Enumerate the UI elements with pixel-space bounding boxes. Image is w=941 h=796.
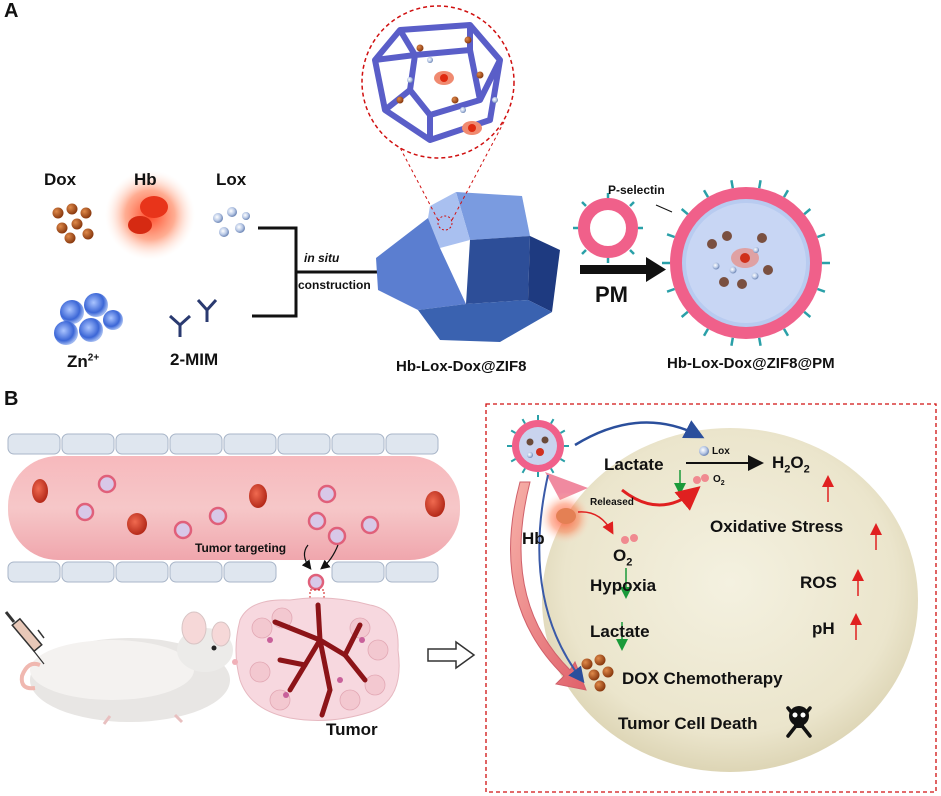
p-selectin-spike (730, 180, 735, 189)
circulating-nanoparticles (75, 474, 380, 591)
nanoparticle-entering-cell (507, 415, 588, 500)
dox-molecules (52, 203, 94, 244)
syringe-icon (4, 611, 45, 665)
endothelium-top (7, 433, 439, 455)
zn-label: Zn2+ (67, 352, 100, 371)
p-selectin-spike (560, 429, 566, 434)
hb-in-cell (539, 492, 591, 544)
p-selectin-spike (521, 418, 526, 424)
ph-label: pH (812, 619, 835, 638)
endothelium-bottom (7, 561, 439, 583)
hb-pathway-arrow (538, 474, 585, 684)
pm-label: PM (595, 282, 628, 307)
ros-label: ROS (800, 573, 837, 592)
zif8-framework-zoom (361, 5, 515, 159)
tumor-vasculature (272, 602, 368, 718)
lox-release-arrow (574, 420, 705, 447)
mechanism-box (485, 403, 937, 793)
dox-chemotherapy-label: DOX Chemotherapy (622, 669, 783, 688)
tumor-cell-death-label: Tumor Cell Death (618, 714, 758, 733)
p-selectin-spike (550, 468, 555, 474)
in-situ-label: in situ (304, 251, 340, 265)
zif8-polyhedron (376, 192, 560, 342)
p-selectin-spike (757, 337, 762, 346)
p-selectin-spike (803, 310, 812, 318)
tumor-cell (542, 428, 918, 772)
lox-label: Lox (216, 170, 247, 189)
hb-label: Hb (134, 170, 157, 189)
mouse-illustration (19, 611, 238, 725)
pm-coating-arrow (580, 257, 666, 282)
dox-delivery-arrow (510, 481, 587, 691)
o2-molecules (621, 534, 638, 544)
h2o2-label: H2O2 (772, 453, 810, 476)
p-selectin-spike (510, 458, 516, 463)
lox-molecules (213, 207, 250, 237)
p-selectin-spike (666, 287, 676, 293)
p-selectin-spike (757, 180, 762, 189)
tumor-targeting-label: Tumor targeting (195, 541, 287, 555)
zoom-lines (374, 99, 506, 221)
p-selectin-spike (680, 208, 689, 216)
coated-nanoparticle (662, 180, 830, 346)
p-selectin-spike (803, 208, 812, 216)
p-selectin-spike (666, 233, 676, 239)
p-selectin-spike (702, 328, 710, 337)
p-selectin-pointer (655, 204, 673, 213)
p-selectin-spike (782, 328, 790, 337)
lactate-top-label: Lactate (604, 455, 664, 474)
p-selectin-label: P-selectin (608, 183, 665, 197)
p-selectin-spike (702, 189, 710, 198)
lox-small-label: Lox (712, 446, 730, 457)
np-spikes (507, 415, 569, 477)
tumor-tissue (235, 597, 400, 721)
p-selectin-spike (521, 468, 526, 474)
p-selectin-spike (510, 429, 516, 434)
assembly-bracket (252, 226, 378, 318)
hb-cell-label: Hb (522, 529, 545, 548)
p-selectin-spike (816, 287, 826, 293)
tumor-label: Tumor (326, 720, 378, 739)
panel-b-letter: B (4, 388, 19, 410)
increase-arrows (822, 475, 882, 640)
blood-vessel (7, 433, 460, 601)
dox-molecules-cell (581, 654, 614, 692)
targeting-arrows (301, 544, 339, 570)
panel-a-letter: A (4, 0, 19, 22)
oxidative-stress-label: Oxidative Stress (710, 517, 844, 536)
hollow-arrow-icon (427, 640, 476, 670)
p-selectin-spikes (662, 180, 830, 346)
mim-molecules (168, 298, 218, 337)
coated-nanoparticle-label: Hb-Lox-Dox@ZIF8@PM (667, 355, 835, 372)
zn-charge: 2+ (87, 352, 100, 364)
p-selectin-spike (730, 337, 735, 346)
hb-glow (105, 170, 195, 260)
p-selectin-spike (550, 418, 555, 424)
hypoxia-label: Hypoxia (590, 576, 657, 595)
p-selectin-spike (680, 310, 689, 318)
skull-icon (786, 706, 812, 738)
zinc-ions (54, 293, 123, 345)
o2-small-label: O2 (713, 474, 725, 487)
lox-molecule (699, 446, 709, 456)
p-selectin-spike (782, 189, 790, 198)
panel-b (4, 403, 937, 793)
hb-release-arrow (577, 511, 614, 535)
p-selectin-spike (816, 233, 826, 239)
p-selectin-spike (560, 458, 566, 463)
mim-label: 2-MIM (170, 350, 219, 369)
panel-a (52, 5, 830, 346)
o2-label: O2 (613, 546, 633, 569)
released-label: Released (590, 497, 634, 508)
platelet-membrane-vesicle (573, 193, 643, 263)
dox-label: Dox (44, 170, 77, 189)
o2-molecules-small (693, 474, 709, 484)
nanoparticle-label: Hb-Lox-Dox@ZIF8 (396, 358, 527, 375)
construction-label: construction (298, 278, 371, 292)
o2-supply-arrow (621, 486, 701, 511)
lactate-label: Lactate (590, 622, 650, 641)
